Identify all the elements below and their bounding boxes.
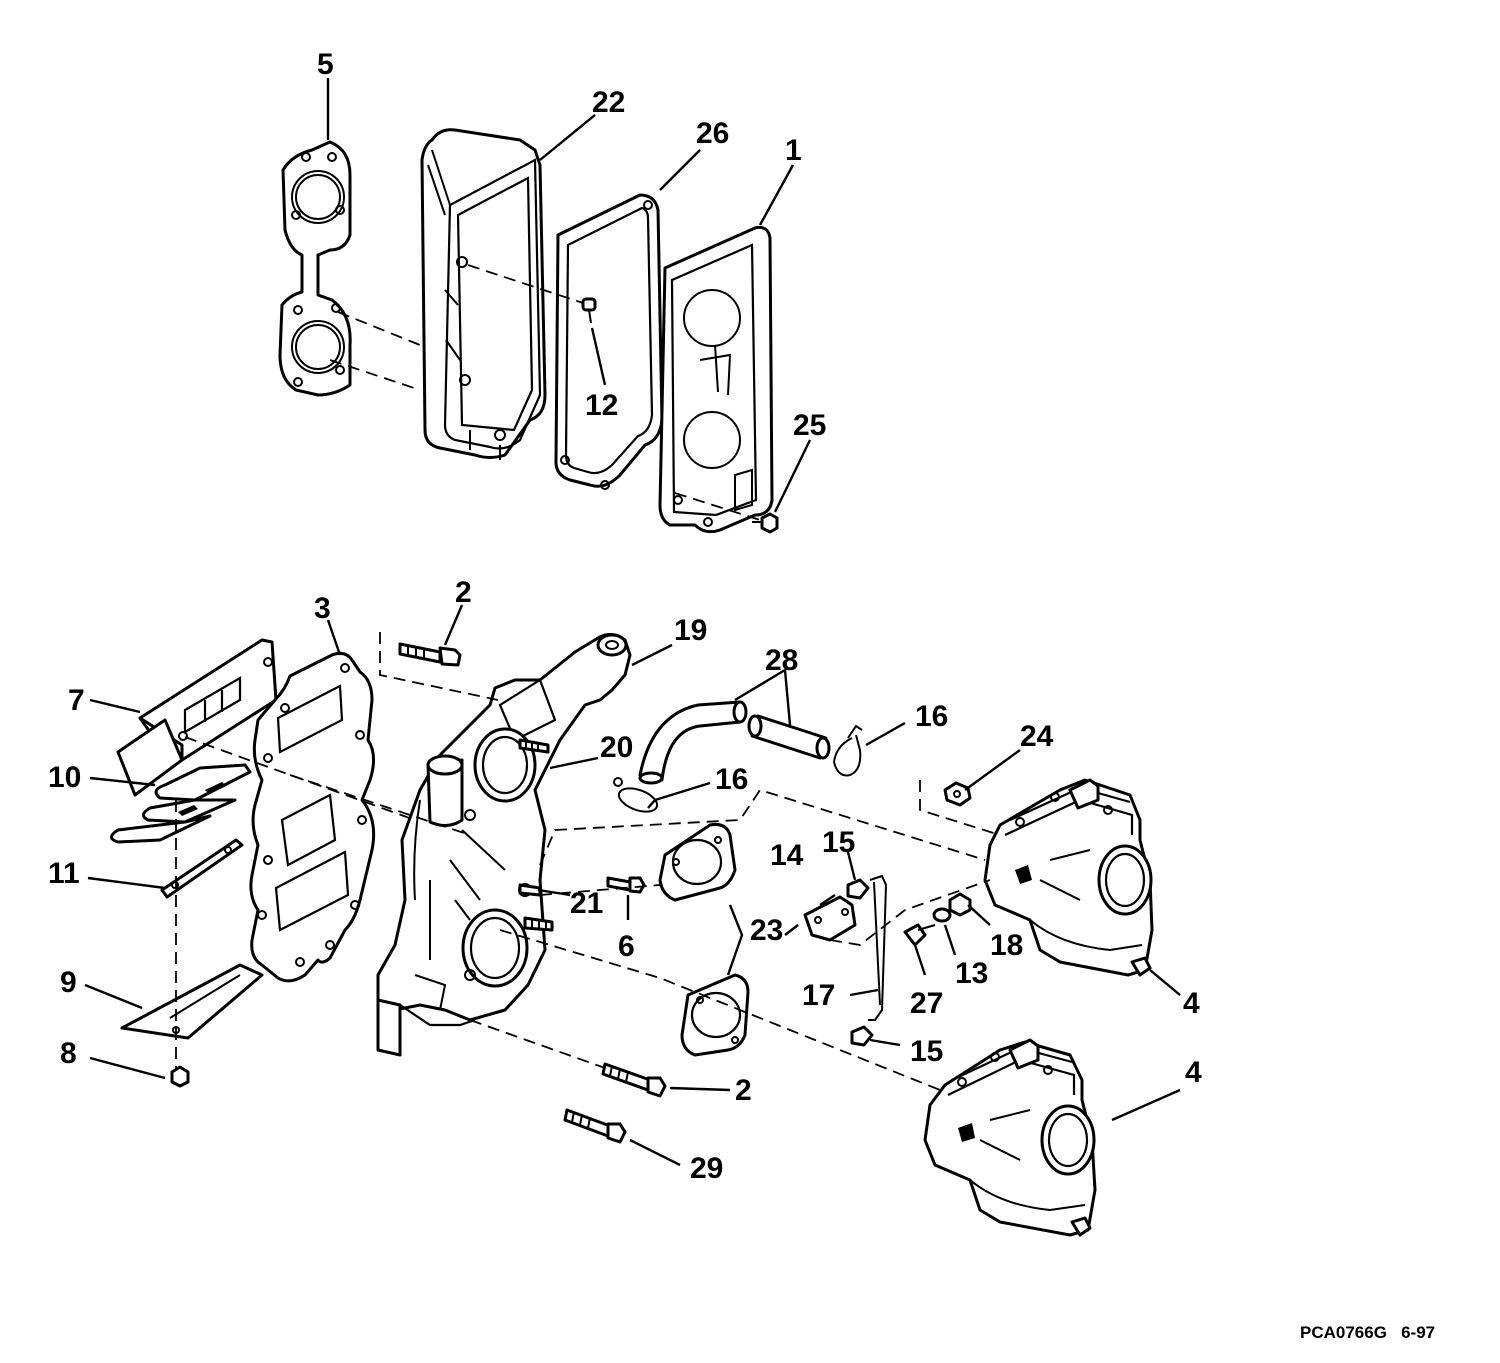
callout-26: 26 [696,117,729,150]
callout-6: 6 [618,930,635,963]
callout-27: 27 [910,987,943,1020]
part-19-intake-manifold [376,633,632,1057]
upper-alignment-lines [329,264,761,521]
part-4-carburetor-upper [983,778,1154,977]
callout-10: 10 [48,761,81,794]
callout-16-lower: 16 [715,763,748,796]
part-15-fitting-lower [850,1025,874,1047]
part-17-link-rod [868,874,888,1021]
part-20-stud [518,738,550,754]
part-15-fitting-upper [846,878,870,900]
drawing-code: PCA0766G 6-97 [1300,1323,1435,1342]
part-21-stud [518,883,554,932]
part-2-bolt-upper [398,642,462,667]
callout-18: 18 [990,929,1023,962]
part-26-gasket [554,193,664,490]
part-12-screw [581,297,597,324]
callout-16-upper: 16 [915,700,948,733]
callout-22: 22 [592,86,625,119]
part-27-screw [903,923,936,947]
callout-11: 11 [48,857,80,890]
callout-1: 1 [785,134,802,167]
part-3-gasket [249,651,376,983]
part-22-silencer-base [420,128,547,460]
part-8-screw [170,1065,190,1088]
lower-alignment-lines [175,632,1001,1091]
callout-8: 8 [60,1037,77,1070]
callout-29: 29 [690,1152,723,1185]
part-9-plate [120,963,264,1040]
part-2-bolt-lower [601,1062,667,1098]
callout-12: 12 [585,389,618,422]
part-29-bolt [563,1108,627,1144]
leader-lines [84,78,1181,1167]
part-11-reed-stop [160,838,244,899]
callout-19: 19 [674,614,707,647]
part-28-hoses [638,700,831,785]
part-16-clamp-upper [832,724,863,777]
callout-24: 24 [1020,720,1054,753]
part-1-silencer-cover [658,226,774,534]
callout-14: 14 [770,839,804,872]
part-25-screw [752,512,779,534]
callout-13: 13 [955,957,988,990]
part-24-nut [943,781,972,807]
part-23-gasket-lower [680,973,750,1057]
callout-labels: 5 22 26 1 12 25 3 2 19 28 7 16 24 20 10 … [48,48,1202,1185]
callout-3: 3 [314,592,331,625]
callout-25: 25 [793,409,826,442]
part-13-washer [932,907,952,923]
callout-4-upper: 4 [1183,987,1200,1020]
part-4-carburetor-lower [923,1038,1097,1237]
callout-15-upper: 15 [822,826,855,859]
callout-23: 23 [750,914,783,947]
part-14-bracket [803,895,857,942]
callout-21: 21 [570,887,603,920]
callout-28: 28 [765,644,798,677]
callout-2-lower: 2 [735,1074,752,1107]
callout-7: 7 [68,684,85,717]
part-6-screw [606,876,646,894]
part-18-nut [948,892,972,917]
callout-17: 17 [802,979,835,1012]
callout-2-upper: 2 [455,576,472,609]
part-23-gasket-upper [658,823,737,902]
part-10-reed-petals [110,763,252,844]
callout-20: 20 [600,731,633,764]
callout-5: 5 [317,48,334,81]
part-16-clamp-lower [613,777,659,813]
part-5-gasket [278,140,352,397]
callout-4-lower: 4 [1185,1056,1202,1089]
callout-9: 9 [60,966,77,999]
callout-15-lower: 15 [910,1035,943,1068]
